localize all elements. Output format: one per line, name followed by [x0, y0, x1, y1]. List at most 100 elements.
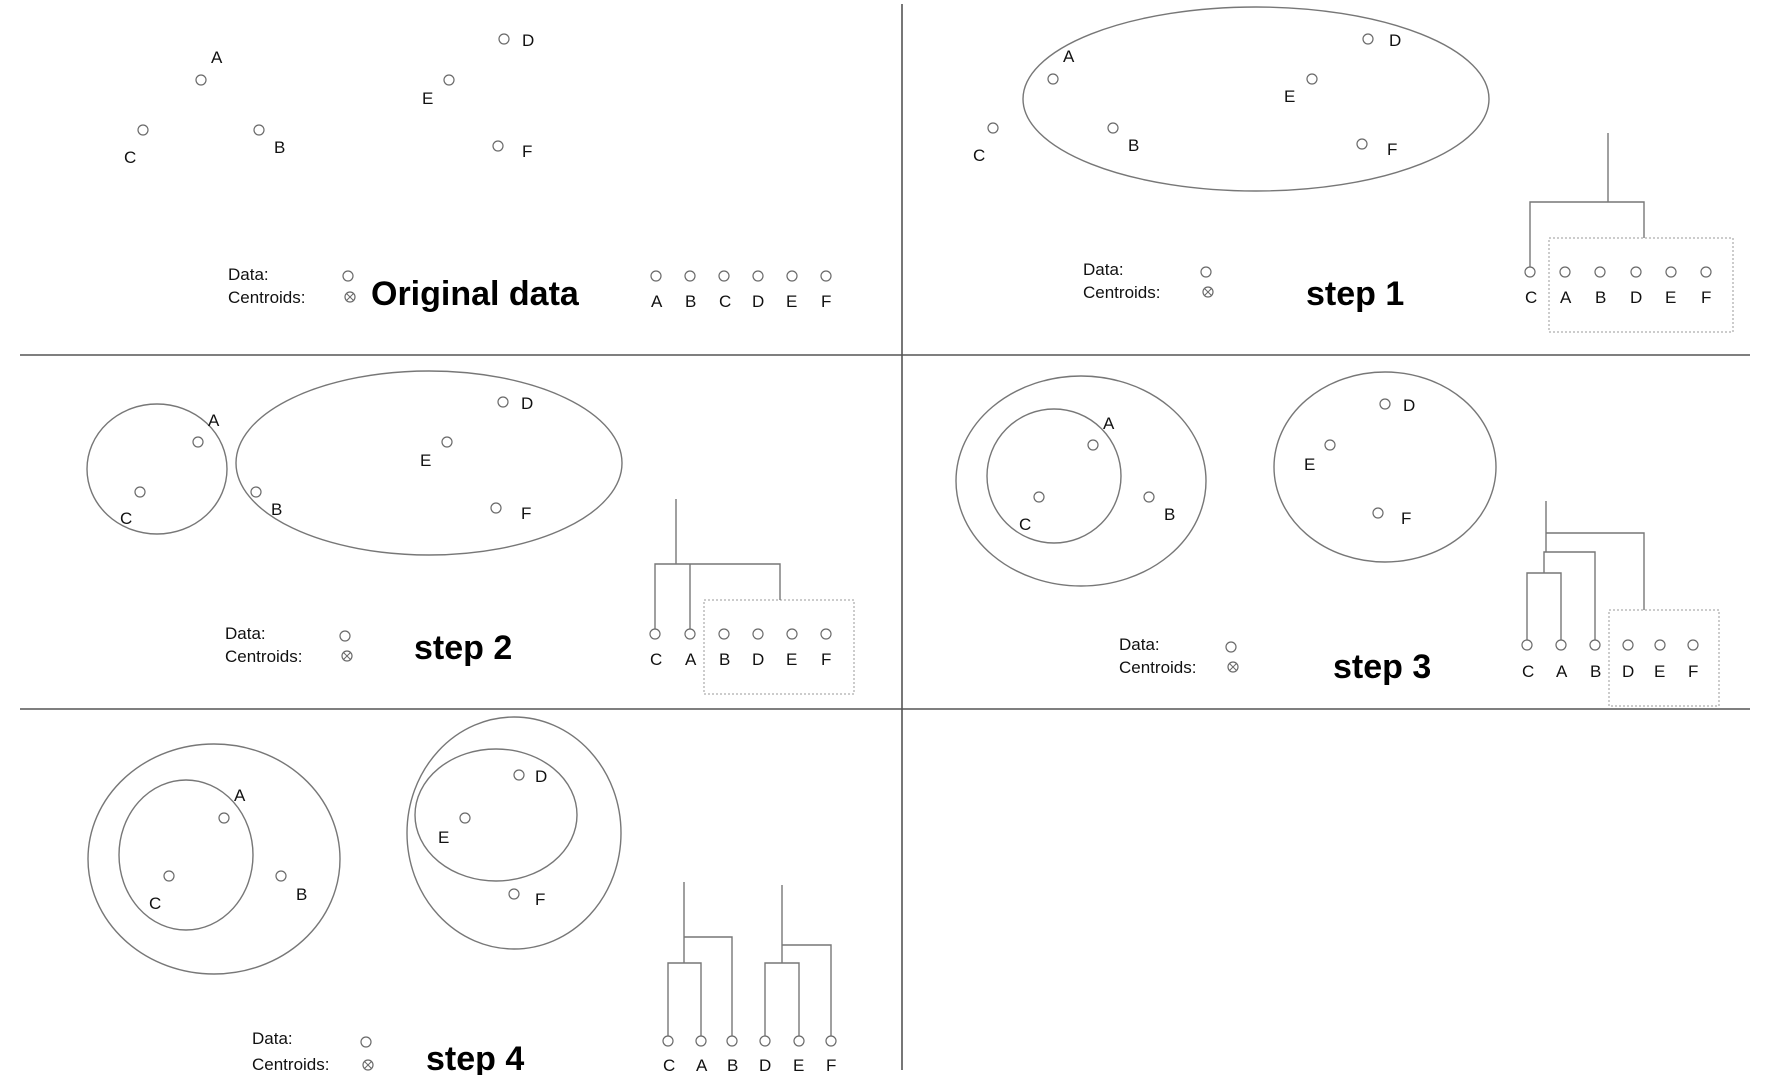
dendrogram-step-3: C A B D E F	[1521, 501, 1720, 707]
leaf-label: B	[1590, 662, 1601, 681]
dendrogram-links	[1529, 133, 1645, 272]
point-label-E: E	[438, 828, 449, 847]
leaf-label: A	[1556, 662, 1568, 681]
leaf-label: B	[685, 292, 696, 311]
point-label-E: E	[1304, 455, 1315, 474]
point-C	[987, 122, 999, 134]
leaf-marker	[726, 1035, 738, 1047]
point-label-F: F	[521, 504, 531, 523]
point-A	[1047, 73, 1059, 85]
leaf-marker	[1654, 639, 1666, 651]
leaf-marker	[752, 270, 764, 282]
cluster-AC	[118, 779, 254, 931]
legend-data-symbol	[360, 1036, 372, 1048]
leaf-marker	[1555, 639, 1567, 651]
legend-centroid-symbol	[362, 1059, 374, 1071]
legend-centroid-symbol	[344, 291, 356, 303]
panel-step-2: A B C D E F Data: Centroids: step 2 C A	[86, 370, 855, 695]
legend-centroids-label: Centroids:	[225, 647, 302, 666]
cluster-ABC	[955, 375, 1207, 587]
leaf-label: C	[1522, 662, 1534, 681]
leaf-label: E	[1665, 288, 1676, 307]
point-A	[192, 436, 204, 448]
dendrogram-links	[1526, 501, 1645, 645]
point-label-D: D	[522, 31, 534, 50]
point-F	[490, 502, 502, 514]
leaf-label: A	[696, 1056, 708, 1075]
point-label-E: E	[420, 451, 431, 470]
point-label-F: F	[535, 890, 545, 909]
leaf-marker	[684, 270, 696, 282]
dendrogram-step-4: C A B D E F	[662, 882, 837, 1075]
legend-data-symbol	[342, 270, 354, 282]
leaf-marker	[1521, 639, 1533, 651]
cluster-BDEF	[235, 370, 623, 556]
point-F	[1372, 507, 1384, 519]
leaf-marker	[718, 270, 730, 282]
legend-data-label: Data:	[1119, 635, 1160, 654]
point-label-B: B	[274, 138, 285, 157]
point-F	[492, 140, 504, 152]
leaf-marker	[1594, 266, 1606, 278]
point-C	[134, 486, 146, 498]
point-B	[1107, 122, 1119, 134]
point-label-B: B	[271, 500, 282, 519]
panel-step-4: A B C D E F Data: Centroids: step 4 C A …	[87, 716, 837, 1075]
leaf-marker	[820, 628, 832, 640]
point-label-A: A	[1103, 414, 1115, 433]
point-B	[253, 124, 265, 136]
point-E	[1324, 439, 1336, 451]
point-E	[443, 74, 455, 86]
leaf-label: C	[719, 292, 731, 311]
legend-data-label: Data:	[1083, 260, 1124, 279]
point-D	[1379, 398, 1391, 410]
leaf-row-original: A B C D E F	[650, 270, 832, 311]
cluster-ABDEF	[1022, 6, 1490, 192]
leaf-marker	[1630, 266, 1642, 278]
panel-title-step-3: step 3	[1333, 648, 1431, 686]
leaf-label: D	[1630, 288, 1642, 307]
leaf-marker	[1622, 639, 1634, 651]
dendrogram-links	[667, 882, 832, 1041]
point-label-F: F	[1387, 140, 1397, 159]
point-D	[497, 396, 509, 408]
point-label-C: C	[973, 146, 985, 165]
legend-centroids-label: Centroids:	[1119, 658, 1196, 677]
legend-centroid-symbol	[1202, 286, 1214, 298]
legend-centroid-symbol	[341, 650, 353, 662]
point-label-A: A	[1063, 47, 1075, 66]
leaf-marker	[752, 628, 764, 640]
legend-centroids-label: Centroids:	[252, 1055, 329, 1074]
cluster-ABC	[87, 743, 341, 975]
point-C	[137, 124, 149, 136]
legend-centroid-symbol	[1227, 661, 1239, 673]
point-E	[459, 812, 471, 824]
leaf-label: E	[786, 292, 797, 311]
point-label-C: C	[120, 509, 132, 528]
legend-data-symbol	[1200, 266, 1212, 278]
cluster-box	[1548, 237, 1734, 333]
leaf-label: F	[821, 292, 831, 311]
point-label-E: E	[422, 89, 433, 108]
point-label-C: C	[124, 148, 136, 167]
leaf-label: A	[651, 292, 663, 311]
panel-step-1: A B C D E F Data: Centroids: step 1 C A	[973, 6, 1734, 333]
panel-step-3: A B C D E F Data: Centroids: step 3 C A	[955, 371, 1720, 707]
dendrogram-step-2: C A B D E F	[649, 499, 855, 695]
panel-title-step-2: step 2	[414, 629, 512, 667]
cluster-DEF	[406, 716, 622, 950]
cluster-DE	[414, 748, 578, 882]
point-label-D: D	[521, 394, 533, 413]
leaf-marker	[1665, 266, 1677, 278]
point-label-E: E	[1284, 87, 1295, 106]
point-label-B: B	[296, 885, 307, 904]
leaf-marker	[1700, 266, 1712, 278]
leaf-label: C	[1525, 288, 1537, 307]
leaf-label: B	[1595, 288, 1606, 307]
legend-data-symbol	[1225, 641, 1237, 653]
leaf-label: F	[826, 1056, 836, 1075]
cluster-box	[1608, 609, 1720, 707]
leaf-label: E	[1654, 662, 1665, 681]
point-C	[1033, 491, 1045, 503]
